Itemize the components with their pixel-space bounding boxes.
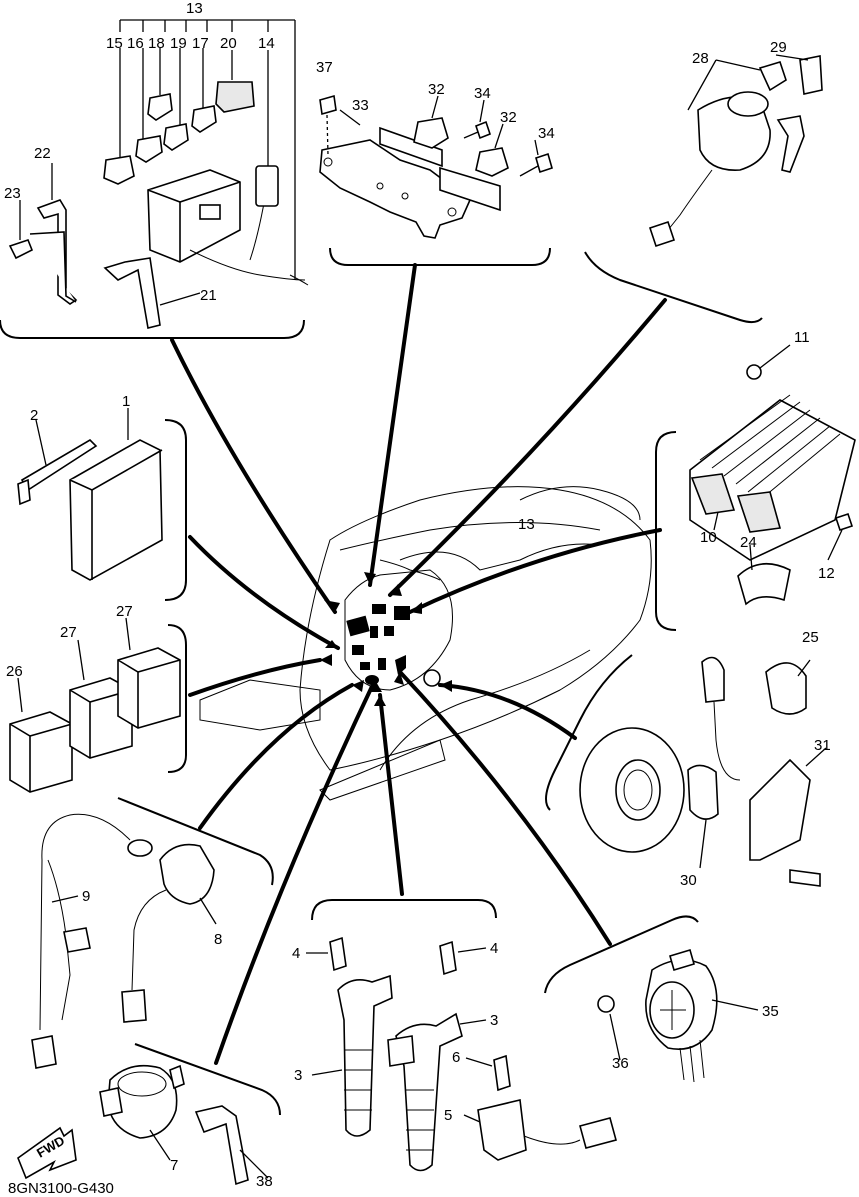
callout-12: 12 (818, 565, 835, 582)
callout-19: 19 (170, 35, 187, 52)
speed-sensor-group (579, 656, 827, 887)
callout-34b: 34 (538, 125, 555, 142)
callout-13: 13 (186, 0, 203, 17)
callout-22: 22 (34, 145, 51, 162)
callout-labels: 13 15 16 18 19 17 20 14 22 23 21 37 33 3… (4, 0, 835, 1197)
diagram-code: 8GN3100-G430 (8, 1180, 114, 1197)
callout-16: 16 (127, 35, 144, 52)
callout-1: 1 (122, 393, 130, 410)
fuse-box-group (8, 19, 309, 329)
callout-9: 9 (82, 888, 90, 905)
fwd-arrow-icon: FWD (17, 1126, 77, 1180)
callout-21: 21 (200, 287, 217, 304)
main-switch-group (648, 54, 823, 248)
callout-33: 33 (352, 97, 369, 114)
callout-3a: 3 (294, 1067, 302, 1084)
callout-7: 7 (170, 1157, 178, 1174)
callout-2: 2 (30, 407, 38, 424)
callout-31: 31 (814, 737, 831, 754)
callout-34a: 34 (474, 85, 491, 102)
callout-27b: 27 (60, 624, 77, 641)
callout-13b: 13 (518, 516, 535, 533)
callout-26: 26 (6, 663, 23, 680)
arrow-heads (320, 572, 452, 706)
callout-23: 23 (4, 185, 21, 202)
gear-switch-group (99, 1064, 269, 1186)
leader-lines (170, 263, 667, 1065)
callout-20: 20 (220, 35, 237, 52)
sensor-lead-group (31, 813, 217, 1069)
callout-17: 17 (192, 35, 209, 52)
callout-10: 10 (700, 529, 717, 546)
vehicle-chassis (199, 486, 652, 801)
callout-32a: 32 (428, 81, 445, 98)
relay-bracket-group (319, 94, 553, 239)
relays-group (9, 617, 181, 793)
rectifier-group (689, 344, 856, 606)
callout-38: 38 (256, 1173, 273, 1190)
callout-14: 14 (258, 35, 275, 52)
callout-3b: 3 (490, 1012, 498, 1029)
ecu-group (17, 408, 163, 581)
callout-4a: 4 (292, 945, 300, 962)
callout-35: 35 (762, 1003, 779, 1020)
callout-5: 5 (444, 1107, 452, 1124)
callout-36: 36 (612, 1055, 629, 1072)
callout-30: 30 (680, 872, 697, 889)
callout-8: 8 (214, 931, 222, 948)
callout-29: 29 (770, 39, 787, 56)
ignition-coils-group (306, 936, 617, 1172)
callout-28: 28 (692, 50, 709, 67)
callout-15: 15 (106, 35, 123, 52)
callout-32b: 32 (500, 109, 517, 126)
callout-24: 24 (740, 534, 757, 551)
callout-18: 18 (148, 35, 165, 52)
horn-group (597, 949, 759, 1083)
callout-11: 11 (794, 329, 810, 346)
callout-27a: 27 (116, 603, 133, 620)
callout-6: 6 (452, 1049, 460, 1066)
central-connector-cluster (346, 559, 441, 687)
callout-37: 37 (316, 59, 333, 76)
group-brackets (0, 247, 763, 1116)
callout-4b: 4 (490, 940, 498, 957)
callout-25: 25 (802, 629, 819, 646)
